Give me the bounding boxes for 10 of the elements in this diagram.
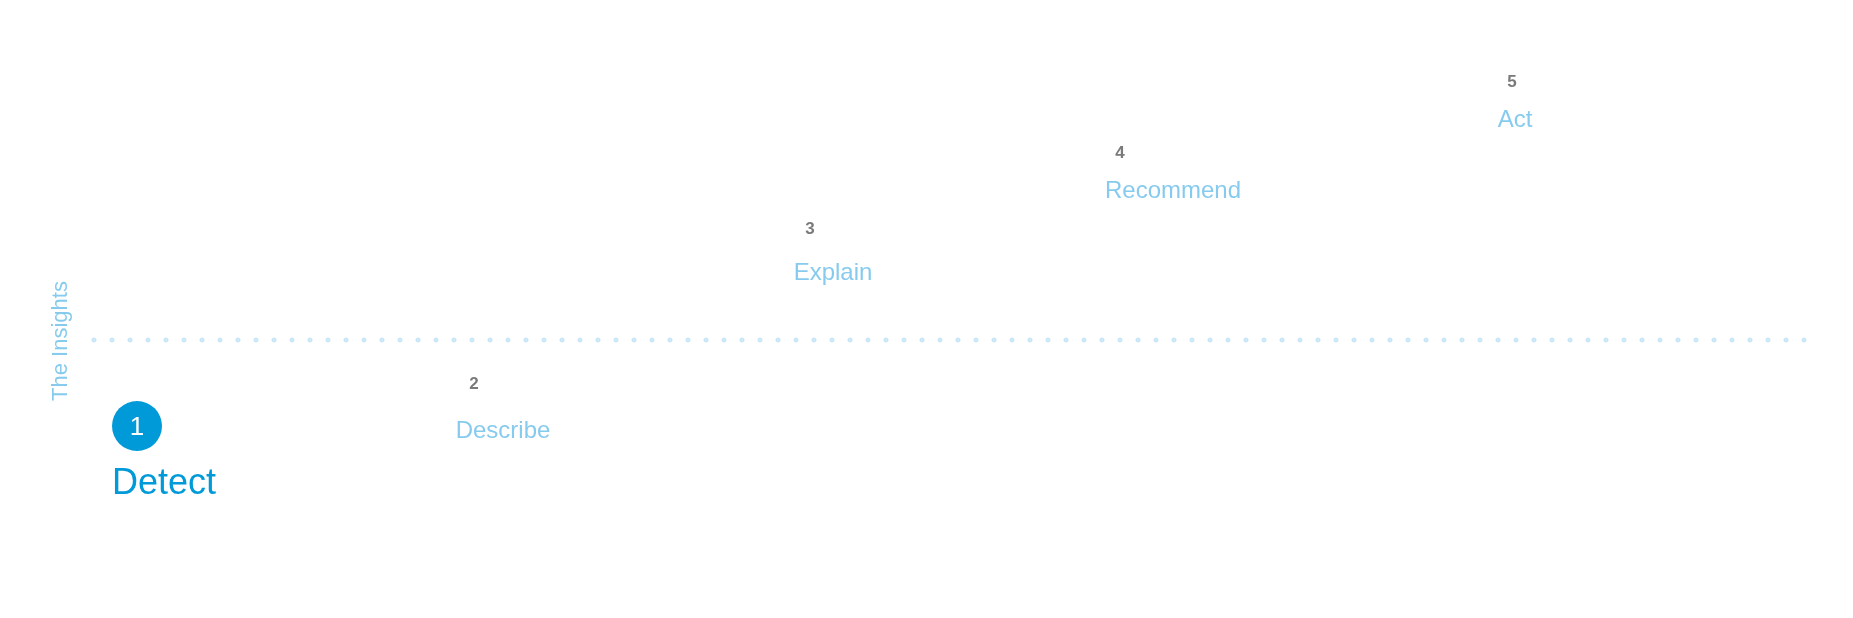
step-number: 5 [1507,72,1517,90]
step-label: Act [1497,107,1533,131]
axis-title: The Insights [49,281,71,401]
step-label: Detect [112,464,217,500]
step-label: Recommend [1104,178,1242,202]
step-number: 3 [805,219,815,237]
step-label: Describe [455,418,551,442]
step-number: 4 [1115,143,1125,161]
step-label: Explain [793,260,873,284]
step-number: 2 [469,374,479,392]
